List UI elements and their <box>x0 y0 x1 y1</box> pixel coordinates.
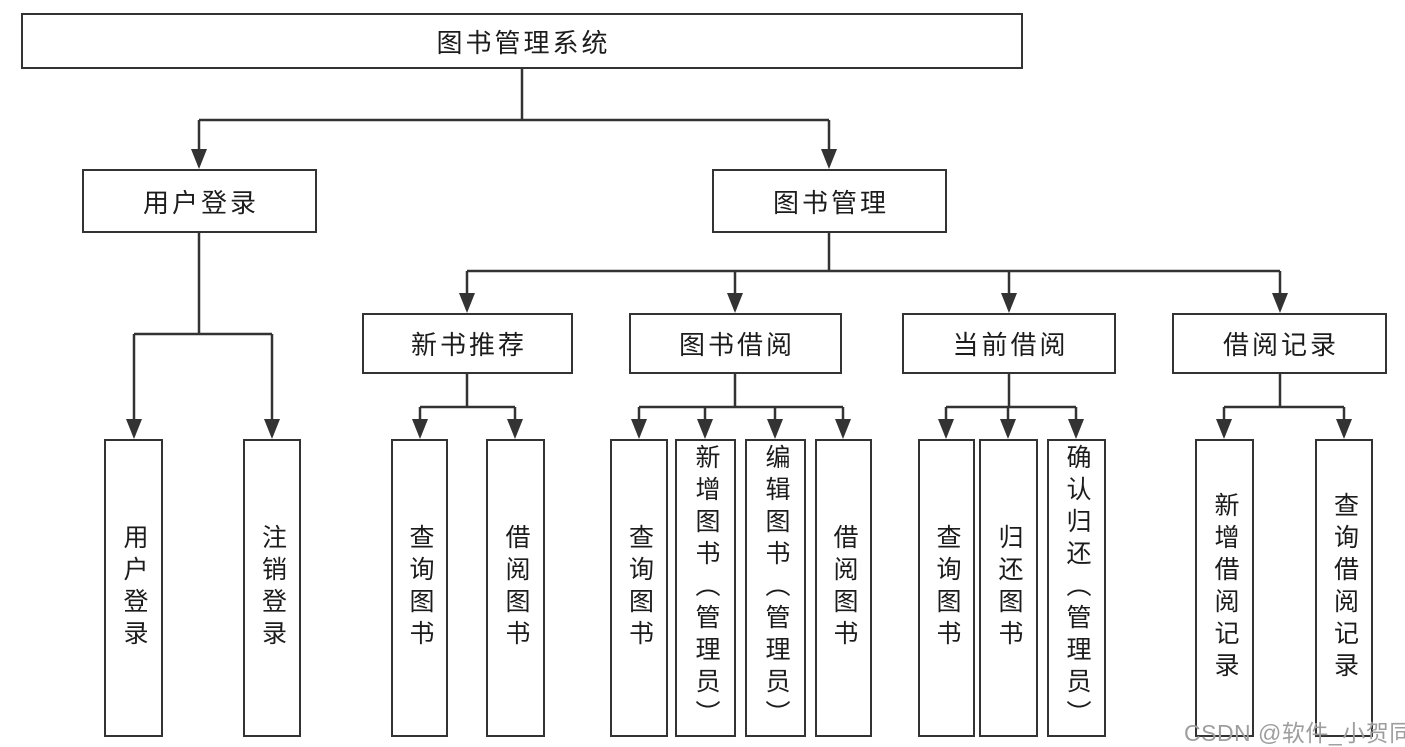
leaf-return-books-label: 归还图书 <box>995 524 1023 652</box>
leaf-borrow-books-recommend-label: 借阅图书 <box>502 524 530 652</box>
node-book-management: 图书管理 <box>712 169 947 233</box>
leaf-query-books-borrowing-label: 查询图书 <box>625 524 654 652</box>
leaf-query-borrow-record: 查询借阅记录 <box>1315 439 1373 737</box>
leaf-query-books-borrowing: 查询图书 <box>610 439 668 737</box>
node-borrowing-records: 借阅记录 <box>1172 313 1387 374</box>
leaf-user-login-label: 用户登录 <box>120 524 148 652</box>
node-user-login: 用户登录 <box>82 169 317 233</box>
leaf-edit-books-admin-label: 编辑图书（管理员） <box>762 444 790 732</box>
node-root: 图书管理系统 <box>21 13 1023 69</box>
node-book-management-label: 图书管理 <box>772 187 889 218</box>
node-user-login-label: 用户登录 <box>142 187 259 218</box>
leaf-add-borrow-record: 新增借阅记录 <box>1195 439 1254 737</box>
csdn-watermark: CSDN @软件_小贺同学 <box>1184 720 1405 746</box>
leaf-add-books-admin: 新增图书（管理员） <box>675 439 736 737</box>
leaf-logout-label: 注销登录 <box>258 524 287 652</box>
leaf-borrow-books-borrowing-label: 借阅图书 <box>830 524 858 652</box>
leaf-borrow-books-recommend: 借阅图书 <box>486 439 545 737</box>
edge-lines <box>132 69 1346 436</box>
leaf-user-login: 用户登录 <box>104 439 163 737</box>
node-book-borrowing: 图书借阅 <box>629 313 842 374</box>
leaf-query-books-recommend-label: 查询图书 <box>406 524 434 652</box>
leaf-add-books-admin-label: 新增图书（管理员） <box>692 444 720 732</box>
leaf-query-books-current: 查询图书 <box>918 439 975 737</box>
leaf-confirm-return-admin-label: 确认归还（管理员） <box>1063 444 1091 732</box>
leaf-borrow-books-borrowing: 借阅图书 <box>815 439 872 737</box>
node-new-book-recommend-label: 新书推荐 <box>410 330 527 360</box>
leaf-logout: 注销登录 <box>243 439 301 737</box>
node-new-book-recommend: 新书推荐 <box>362 313 573 374</box>
leaf-query-books-current-label: 查询图书 <box>933 524 961 652</box>
leaf-confirm-return-admin: 确认归还（管理员） <box>1047 439 1106 737</box>
node-borrowing-records-label: 借阅记录 <box>1222 330 1339 360</box>
leaf-return-books: 归还图书 <box>979 439 1038 737</box>
leaf-query-borrow-record-label: 查询借阅记录 <box>1330 492 1359 684</box>
node-current-borrowing: 当前借阅 <box>902 313 1116 374</box>
node-current-borrowing-label: 当前借阅 <box>952 330 1069 360</box>
leaf-query-books-recommend: 查询图书 <box>391 439 448 737</box>
leaf-add-borrow-record-label: 新增借阅记录 <box>1211 492 1239 684</box>
node-book-borrowing-label: 图书借阅 <box>678 330 795 360</box>
arrowheads <box>126 149 1352 439</box>
node-root-label: 图书管理系统 <box>436 27 611 58</box>
leaf-edit-books-admin: 编辑图书（管理员） <box>745 439 806 737</box>
